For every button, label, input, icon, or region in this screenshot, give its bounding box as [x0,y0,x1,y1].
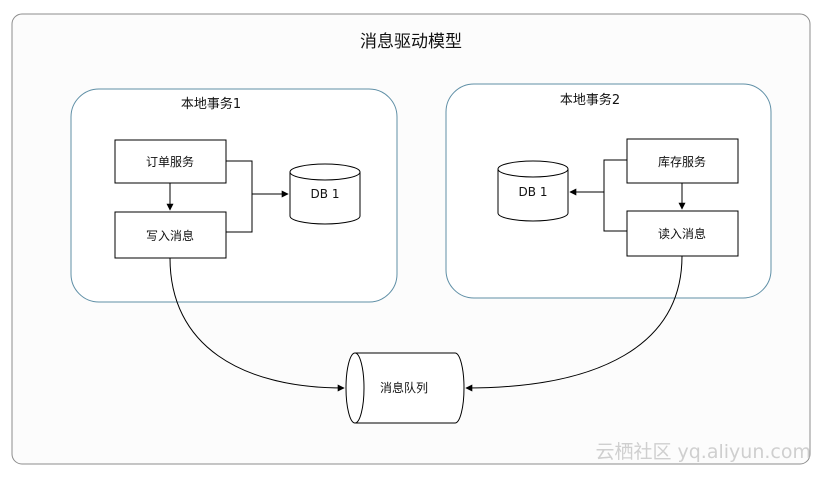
db-right-label: DB 1 [519,185,548,199]
order-service-label: 订单服务 [146,154,194,169]
local-transaction-1-group: 本地事务1 订单服务 写入消息 DB 1 [70,88,398,303]
read-message-box [626,210,739,257]
watermark: 云栖社区 yq.aliyun.com [595,441,811,463]
arrow-write-to-queue [169,257,345,392]
write-message-label: 写入消息 [146,228,194,243]
inventory-service-label: 库存服务 [658,154,706,169]
diagram-title: 消息驱动模型 [360,32,462,52]
local-transaction-1-label: 本地事务1 [181,96,241,112]
message-queue-cylinder [345,352,465,424]
db-left-label: DB 1 [311,187,340,201]
local-transaction-2-container [445,83,772,299]
local-transaction-2-group: 本地事务2 库存服务 读入消息 DB 1 [445,83,772,299]
message-queue-label: 消息队列 [380,380,428,395]
write-message-box [114,211,227,259]
connector-left-bracket [226,160,253,233]
connector-right-bracket [603,159,627,232]
db-cylinder-left [289,163,361,225]
db-cylinder-right [497,160,569,222]
read-message-label: 读入消息 [658,226,706,241]
arrow-read-to-queue [465,255,683,392]
inventory-service-box [626,138,739,184]
local-transaction-2-label: 本地事务2 [560,92,620,108]
